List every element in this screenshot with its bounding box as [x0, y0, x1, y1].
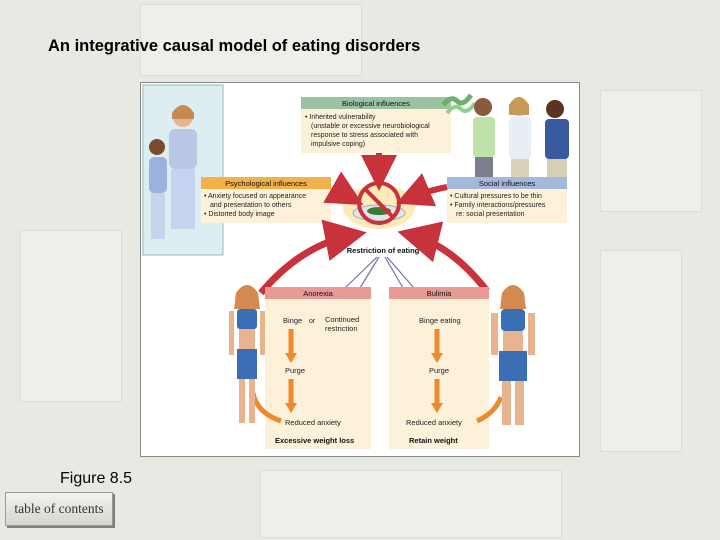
social-header: Social influences — [479, 179, 536, 188]
biological-line: (unstable or excessive neurobiological — [311, 123, 430, 130]
figure-frame: Biological influences • Inherited vulner… — [140, 82, 580, 457]
table-of-contents-button[interactable]: table of contents — [5, 492, 113, 526]
bulimia-outcome: Retain weight — [409, 436, 458, 445]
bulimia-woman-illustration — [491, 285, 535, 425]
anorexia-purge: Purge — [285, 366, 305, 375]
psychological-header: Psychological influences — [225, 179, 307, 188]
social-line: • Cultural pressures to be thin — [450, 193, 542, 200]
causal-model-diagram: Biological influences • Inherited vulner… — [142, 84, 569, 449]
bulimia-reduced-anxiety: Reduced anxiety — [406, 418, 462, 427]
background-tile — [600, 250, 682, 452]
anorexia-woman-illustration — [229, 285, 265, 423]
bulimia-loop-arrow — [475, 396, 504, 424]
anorexia-reduced-anxiety: Reduced anxiety — [285, 418, 341, 427]
bulimia-feedback-arrow — [397, 221, 490, 294]
anorexia-column: Anorexia Binge or Continued restriction … — [265, 287, 371, 449]
biological-header: Biological influences — [342, 99, 410, 108]
background-tile — [140, 4, 362, 76]
anorexia-continued: Continued — [325, 315, 359, 324]
psych-arrow — [323, 171, 364, 205]
psychological-line: • Distorted body image — [204, 211, 275, 218]
bulimia-column: Bulimia Binge eating Purge Reduced anxie… — [389, 287, 489, 449]
bulimia-purge: Purge — [429, 366, 449, 375]
figure-caption: Figure 8.5 — [60, 470, 133, 487]
bulimia-header: Bulimia — [427, 289, 452, 298]
anorexia-binge: Binge — [283, 316, 302, 325]
social-group-illustration — [473, 97, 569, 181]
center-label: Restriction of eating — [347, 246, 420, 255]
biological-line: impulsive coping) — [311, 141, 365, 148]
psychological-line: • Anxiety focused on appearance — [204, 193, 306, 200]
bulimia-binge: Binge eating — [419, 316, 461, 325]
anorexia-restriction: restriction — [325, 324, 358, 333]
social-line: • Family interactions/pressures — [450, 202, 546, 209]
mirror-woman-illustration — [142, 84, 224, 256]
dna-icon — [441, 93, 477, 115]
biological-line: • Inherited vulnerability — [305, 114, 376, 121]
background-tile — [260, 470, 562, 538]
psychological-line: and presentation to others — [210, 202, 292, 209]
background-tile — [20, 230, 122, 402]
social-arrow — [395, 173, 448, 207]
restriction-symbol-icon — [343, 181, 415, 229]
slide-title: An integrative causal model of eating di… — [48, 37, 421, 55]
social-line: re: social presentation — [456, 211, 525, 218]
anorexia-or: or — [309, 318, 316, 325]
psychological-influences-box: Psychological influences • Anxiety focus… — [201, 177, 331, 223]
biological-line: response to stress associated with — [311, 132, 418, 139]
background-tile — [600, 90, 702, 212]
biological-influences-box: Biological influences • Inherited vulner… — [301, 97, 451, 153]
anorexia-outcome: Excessive weight loss — [275, 436, 354, 445]
anorexia-header: Anorexia — [303, 289, 333, 298]
social-influences-box: Social influences • Cultural pressures t… — [447, 177, 567, 223]
anorexia-feedback-arrow — [258, 219, 367, 296]
